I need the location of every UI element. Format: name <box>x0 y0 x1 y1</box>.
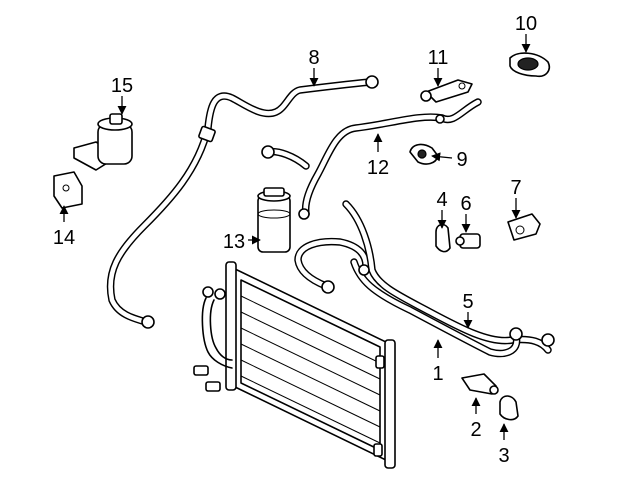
line-1-5 <box>342 200 555 358</box>
fitting-2 <box>461 373 499 395</box>
hose-loop <box>294 237 370 294</box>
callout-15: 15 <box>111 75 133 97</box>
callout-leaders <box>59 34 531 440</box>
valve-15 <box>73 113 133 171</box>
bracket-11 <box>420 79 473 103</box>
callout-13: 13 <box>223 231 245 253</box>
callout-7: 7 <box>510 177 521 199</box>
hose-8 <box>106 75 379 329</box>
hose-12 <box>298 98 482 220</box>
condenser <box>193 261 396 469</box>
clip-4 <box>435 223 451 253</box>
short-fitting <box>261 145 310 170</box>
callout-5: 5 <box>462 291 473 313</box>
callout-3: 3 <box>498 445 509 467</box>
callout-numbers: 1 2 3 4 5 6 7 8 9 10 11 12 13 14 15 <box>53 13 537 467</box>
callout-9: 9 <box>456 149 467 171</box>
callout-1: 1 <box>432 363 443 385</box>
grommet-10 <box>509 52 551 78</box>
callout-6: 6 <box>460 193 471 215</box>
callout-10: 10 <box>515 13 537 35</box>
fitting-6 <box>455 233 481 249</box>
clip-3 <box>499 395 519 421</box>
bracket-14 <box>53 171 83 209</box>
callout-2: 2 <box>470 419 481 441</box>
callout-8: 8 <box>308 47 319 69</box>
callout-14: 14 <box>53 227 75 249</box>
callout-12: 12 <box>367 157 389 179</box>
clip-9 <box>409 143 439 165</box>
callout-4: 4 <box>436 189 447 211</box>
bracket-7 <box>507 213 541 241</box>
callout-11: 11 <box>428 47 449 69</box>
receiver-drier-13 <box>257 187 291 253</box>
